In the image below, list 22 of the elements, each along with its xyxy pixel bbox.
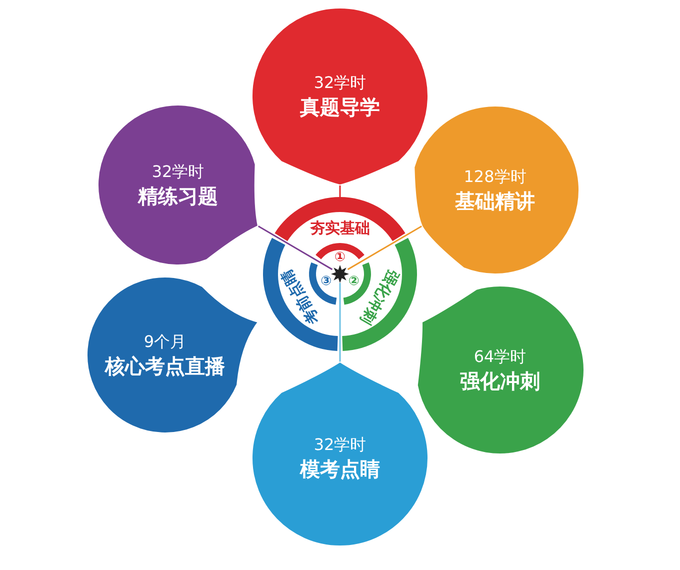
stage-label: 强化冲刺 bbox=[358, 267, 402, 327]
duration-label: 128学时 bbox=[462, 166, 528, 188]
step-number: ② bbox=[348, 275, 360, 289]
duration-label: 64学时 bbox=[472, 346, 528, 368]
connector-line bbox=[258, 225, 333, 270]
duration-label: 32学时 bbox=[150, 161, 206, 183]
course-title: 基础精讲 bbox=[455, 188, 535, 214]
course-title: 精练习题 bbox=[138, 183, 218, 209]
course-title: 模考点睛 bbox=[300, 456, 380, 482]
stage-label: 考前点睛 bbox=[278, 267, 322, 327]
step-number: ① bbox=[334, 251, 346, 265]
connector-line bbox=[339, 185, 341, 197]
connector-line bbox=[339, 283, 341, 362]
step-number: ③ bbox=[320, 275, 332, 289]
course-title: 真题导学 bbox=[300, 94, 380, 120]
connector-line bbox=[347, 225, 422, 270]
course-title: 核心考点直播 bbox=[105, 353, 225, 379]
duration-label: 32学时 bbox=[312, 434, 368, 456]
stage-label: 夯实基础 bbox=[310, 220, 370, 236]
duration-label: 32学时 bbox=[312, 72, 368, 94]
duration-label: 9个月 bbox=[142, 331, 188, 353]
course-title: 强化冲刺 bbox=[460, 368, 540, 394]
